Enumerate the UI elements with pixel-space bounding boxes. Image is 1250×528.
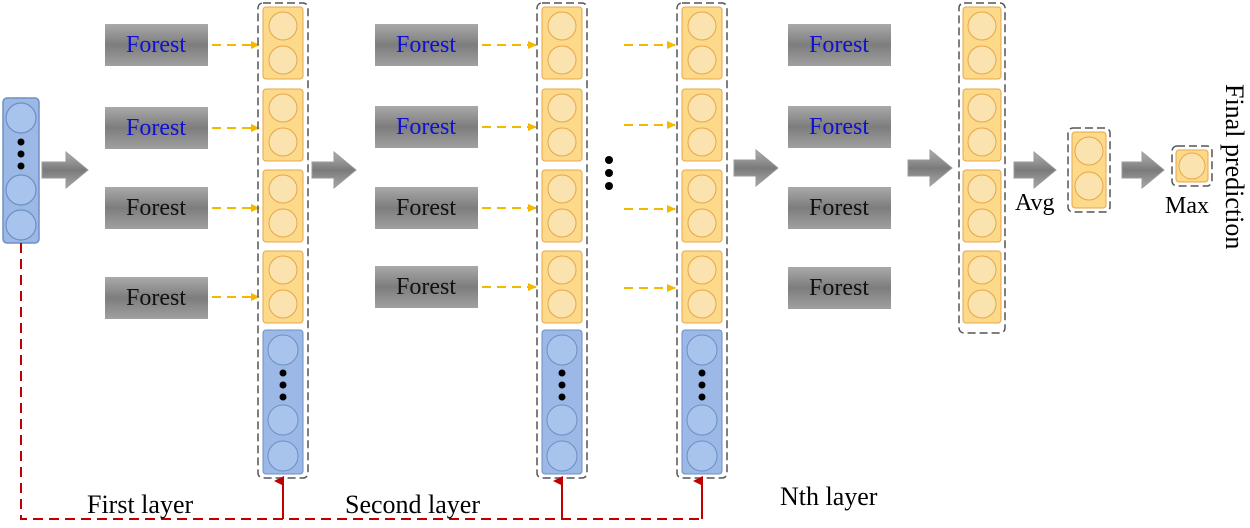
final-prediction-label: Final prediction — [1220, 84, 1249, 249]
forest-box: Forest — [788, 106, 891, 148]
flow-arrow — [1013, 150, 1057, 190]
forest-label: Forest — [126, 32, 186, 58]
forest-box: Forest — [375, 266, 478, 308]
forest-label: Forest — [396, 274, 456, 300]
forest-label: Forest — [809, 114, 869, 140]
flow-arrow — [41, 150, 89, 190]
layer-2-output-column — [536, 2, 588, 479]
input-vector — [2, 97, 40, 244]
forest-box: Forest — [788, 24, 891, 66]
max-label: Max — [1165, 193, 1209, 219]
layer-label-nth: Nth layer — [780, 482, 878, 511]
layer-n-input-column — [676, 2, 728, 479]
forest-box: Forest — [375, 24, 478, 66]
layer-1-output-column — [257, 2, 309, 479]
flow-arrow — [1121, 150, 1165, 190]
forest-box: Forest — [788, 187, 891, 229]
forest-box: Forest — [105, 277, 208, 319]
avg-vector — [1067, 127, 1111, 213]
feedback-lines — [20, 243, 703, 520]
flow-arrow — [311, 150, 357, 190]
nth-layer-output-column — [958, 2, 1006, 334]
dashed-arrows — [212, 41, 676, 301]
layer-label-first: First layer — [87, 490, 193, 519]
flow-arrow — [733, 148, 779, 188]
forest-label: Forest — [126, 195, 186, 221]
forest-box: Forest — [105, 107, 208, 149]
avg-label: Avg — [1015, 190, 1055, 216]
layer-label-second: Second layer — [345, 490, 480, 519]
forest-label: Forest — [126, 285, 186, 311]
forest-box: Forest — [105, 24, 208, 66]
ellipsis-dots — [605, 156, 613, 190]
forest-box: Forest — [375, 187, 478, 229]
forest-box: Forest — [105, 187, 208, 229]
forest-box: Forest — [788, 267, 891, 309]
forest-label: Forest — [396, 195, 456, 221]
forest-box: Forest — [375, 106, 478, 148]
forest-label: Forest — [396, 114, 456, 140]
feedback-path — [20, 243, 702, 520]
flow-arrow — [907, 148, 953, 188]
flow-arrows — [41, 148, 1165, 190]
forest-label: Forest — [809, 275, 869, 301]
forest-label: Forest — [809, 32, 869, 58]
forest-label: Forest — [126, 115, 186, 141]
forest-label: Forest — [809, 195, 869, 221]
max-vector — [1171, 145, 1213, 187]
forest-label: Forest — [396, 32, 456, 58]
